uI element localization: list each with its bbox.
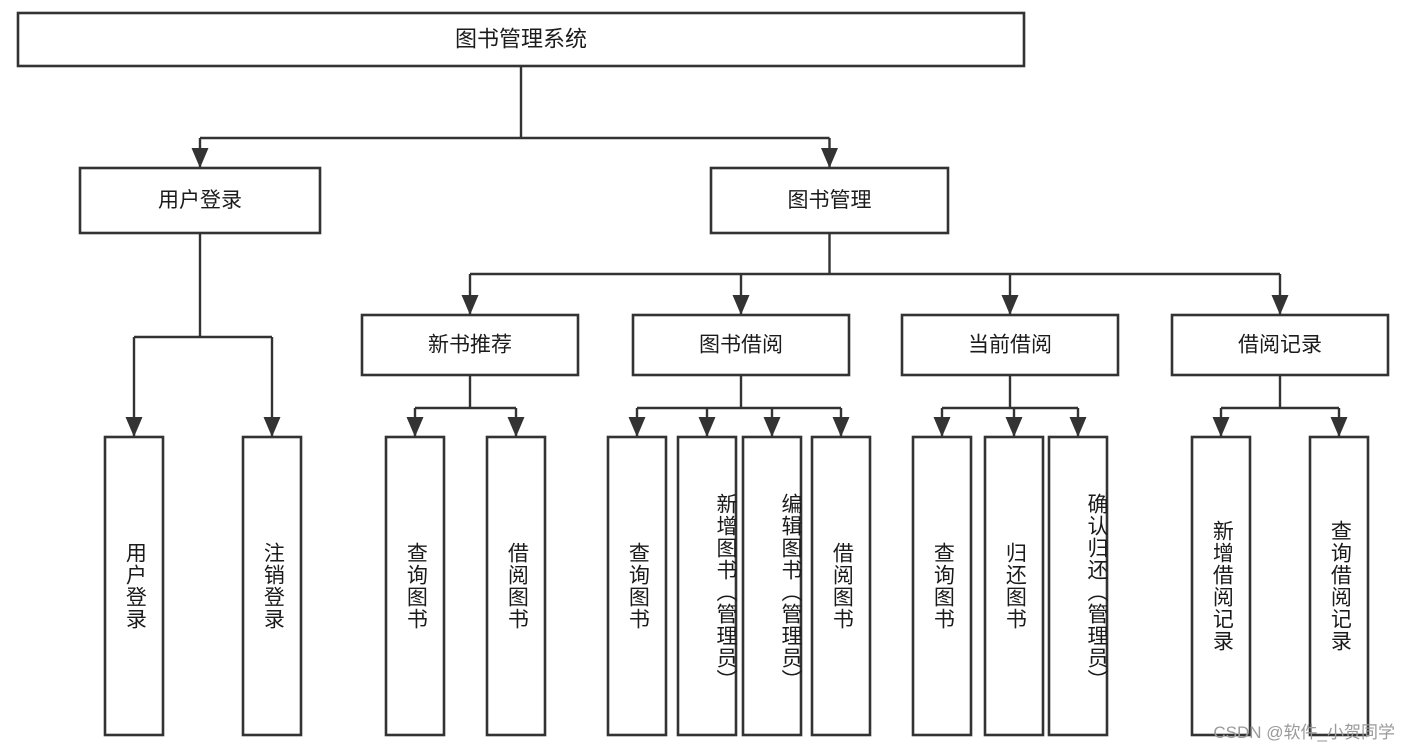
node-leaf-query-record[interactable]: [1308, 435, 1370, 737]
node-leaf-user-login[interactable]: [103, 435, 165, 737]
node-label: 图书管理系统: [455, 26, 587, 51]
node-leaf-borrow-book-1[interactable]: [485, 435, 547, 737]
arrow-head: [191, 148, 209, 168]
node-book-borrow[interactable]: [631, 313, 851, 377]
node-label: 用户登录: [158, 189, 242, 212]
watermark: CSDN @软件_小贺同学: [1213, 723, 1395, 742]
node-leaf-query-book-1[interactable]: [384, 435, 446, 737]
node-book-manage[interactable]: [709, 166, 950, 235]
arrow-head: [821, 148, 838, 168]
node-user-login[interactable]: [78, 166, 322, 235]
arrow-head: [1001, 295, 1019, 315]
node-current-borrow[interactable]: [900, 313, 1120, 377]
node-root-root[interactable]: [16, 11, 1026, 68]
node-leaf-logout[interactable]: [241, 435, 303, 737]
arrow-head: [732, 295, 750, 315]
arrow-head: [933, 417, 951, 437]
arrow-head: [263, 417, 281, 437]
node-label: 图书借阅: [699, 334, 783, 357]
node-label: 当前借阅: [968, 334, 1052, 357]
node-label: 新书推荐: [428, 334, 512, 357]
arrow-head: [1330, 417, 1348, 437]
arrow-head: [125, 417, 143, 437]
connector-edges: [125, 66, 1348, 437]
node-leaf-confirm-return[interactable]: [1047, 435, 1109, 737]
node-label: 图书管理: [788, 189, 872, 212]
arrow-head: [763, 417, 781, 437]
node-leaf-edit-book[interactable]: [741, 435, 803, 737]
node-leaf-query-book-3[interactable]: [911, 435, 973, 737]
arrow-head: [507, 417, 525, 437]
arrow-head: [628, 417, 646, 437]
node-label: 借阅记录: [1238, 334, 1322, 357]
arrow-head: [698, 417, 716, 437]
arrow-head: [406, 417, 424, 437]
node-leaf-return-book[interactable]: [983, 435, 1045, 737]
node-new-book-recommend[interactable]: [360, 313, 580, 377]
arrow-head: [832, 417, 850, 437]
node-leaf-add-record[interactable]: [1190, 435, 1252, 737]
arrow-head: [461, 295, 479, 315]
arrow-head: [1212, 417, 1230, 437]
node-leaf-add-book[interactable]: [676, 435, 738, 737]
arrow-head: [1069, 417, 1087, 437]
arrow-head: [1005, 417, 1023, 437]
node-leaf-borrow-book-2[interactable]: [810, 435, 872, 737]
arrow-head: [1271, 295, 1289, 315]
node-borrow-record[interactable]: [1170, 313, 1390, 377]
node-leaf-query-book-2[interactable]: [606, 435, 668, 737]
